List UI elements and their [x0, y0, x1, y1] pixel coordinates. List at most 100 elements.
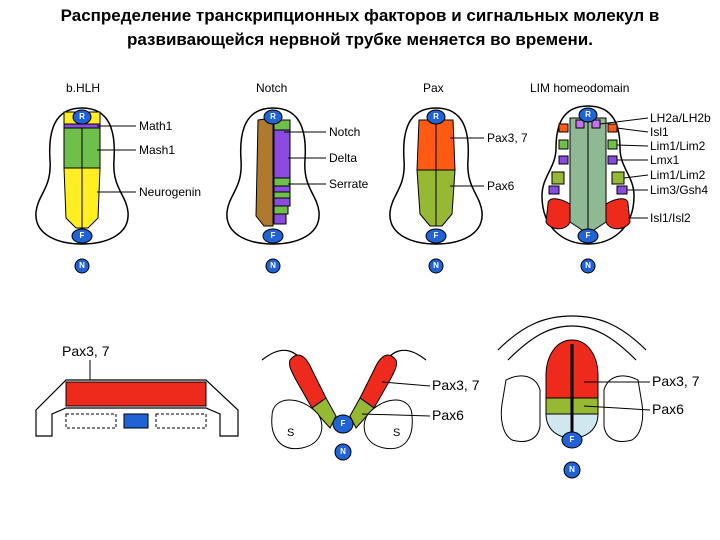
- somite-left: [271, 399, 323, 450]
- bottom-neural-tube: F N Pax3, 7 Pax6: [497, 315, 700, 479]
- panel-heading-bhlh: b.HLH: [66, 81, 100, 95]
- floor-plate-label: F: [570, 435, 575, 444]
- label-notch: Notch: [329, 125, 360, 139]
- notochord-marker: [580, 258, 596, 274]
- label-mash1: Mash1: [139, 143, 175, 157]
- label-serrate: Serrate: [329, 177, 369, 191]
- plate-left-segment: [65, 413, 117, 429]
- somite-right: [363, 399, 413, 450]
- isl12-left: [545, 198, 571, 230]
- floor-plate-marker: [425, 228, 447, 244]
- delta-stripe-2: [273, 197, 291, 207]
- isl1-right: [607, 123, 618, 133]
- somite-left: [500, 375, 541, 442]
- notochord-label: N: [585, 261, 591, 270]
- roof-plate-label: R: [79, 112, 85, 121]
- notochord-marker: [563, 461, 581, 479]
- floor-plate-marker: [71, 228, 93, 244]
- figure-title: Распределение транскрипционных факторов …: [0, 4, 720, 52]
- groove-right-pax6: [349, 397, 375, 429]
- label-lmx1: Lmx1: [650, 153, 680, 167]
- label-groove-pax6: Pax6: [432, 407, 464, 423]
- lim3-right: [616, 185, 628, 195]
- title-line-1: Распределение транскрипционных факторов …: [60, 6, 660, 25]
- serrate-stripe-1: [273, 177, 291, 187]
- label-neurogenin: Neurogenin: [139, 185, 201, 199]
- plate-right-segment: [155, 413, 207, 429]
- notochord-label: N: [79, 261, 85, 270]
- label-isl12: Isl1/Isl2: [650, 211, 691, 225]
- roof-plate-label: R: [270, 112, 276, 121]
- label-lim3: Lim3/Gsh4: [650, 183, 708, 197]
- label-lim12: Lim1/Lim2: [650, 139, 706, 153]
- lim12-right: [607, 139, 618, 150]
- lim12b-right: [611, 171, 625, 185]
- isl1-left: [558, 123, 569, 133]
- bottom-neural-plate: Pax3, 7: [35, 343, 239, 437]
- panel-notch: Notch R F N Notch Delta Serrate: [226, 81, 369, 274]
- label-pax37: Pax3, 7: [487, 131, 528, 145]
- lim3-left: [548, 185, 560, 195]
- panel-heading-lim: LIM homeodomain: [530, 81, 629, 95]
- label-lh2: LH2a/LH2b: [650, 111, 711, 125]
- label-groove-pax37: Pax3, 7: [432, 377, 480, 393]
- label-tube-pax6: Pax6: [652, 401, 684, 417]
- lh2-left-dot: [575, 119, 585, 129]
- roof-plate-label: R: [433, 112, 439, 121]
- leader-lim12: [616, 144, 649, 147]
- notochord-label: N: [569, 465, 575, 474]
- panel-bhlh: b.HLH R F N Math1 Mash1 Neurogenin: [35, 81, 201, 274]
- label-bottom-left-pax37: Pax3, 7: [62, 343, 110, 359]
- floor-plate-label: F: [271, 231, 276, 240]
- label-lim12b: Lim1/Lim2: [650, 168, 706, 182]
- floor-plate-marker: [561, 431, 583, 449]
- roof-plate-marker: [72, 109, 92, 125]
- delta-stripe-3: [273, 213, 287, 225]
- ectoderm-arc-outer: [497, 315, 647, 351]
- notochord-label: N: [270, 261, 276, 270]
- bottom-neural-groove: F N S S Pax3, 7 Pax6: [261, 349, 480, 461]
- lim12-left: [558, 139, 569, 150]
- panel-heading-notch: Notch: [256, 81, 287, 95]
- notochord-label: N: [433, 261, 439, 270]
- roof-plate-marker: [263, 109, 283, 125]
- isl12-right: [605, 198, 631, 230]
- ectoderm-arc-inner: [507, 325, 637, 361]
- leader-isl1: [616, 127, 649, 133]
- notochord-label: N: [340, 447, 346, 456]
- leader-groove-pax6: [361, 413, 431, 417]
- notochord-marker: [74, 258, 90, 274]
- roof-plate-label: R: [585, 110, 591, 119]
- groove-left-pax6: [311, 397, 337, 429]
- label-isl1: Isl1: [650, 125, 669, 139]
- floor-plate-label: F: [341, 419, 346, 428]
- roof-plate-marker: [578, 107, 598, 123]
- floor-plate-label: F: [586, 231, 591, 240]
- serrate-stripe-2: [273, 191, 291, 199]
- math1-stripe: [63, 123, 101, 129]
- label-tube-pax37: Pax3, 7: [652, 373, 700, 389]
- floor-plate-label: F: [434, 231, 439, 240]
- floor-plate-marker: [577, 228, 599, 244]
- leader-lh2: [599, 117, 649, 125]
- delta-stripe-1: [273, 185, 291, 193]
- serrate-stripe-3: [273, 205, 289, 215]
- roof-plate-marker: [426, 109, 446, 125]
- lim12b-left: [551, 171, 565, 185]
- lmx1-left: [558, 155, 569, 165]
- title-line-2: развивающейся нервной трубке меняется во…: [127, 30, 593, 49]
- floor-plate-marker: [332, 414, 354, 434]
- panel-pax: Pax R F N Pax3, 7 Pax6: [389, 81, 528, 274]
- notch-domain: [255, 117, 274, 227]
- somite-right-label: S: [393, 427, 400, 439]
- delta-domain: [273, 129, 291, 179]
- label-delta: Delta: [329, 151, 357, 165]
- notochord-marker: [428, 258, 444, 274]
- panel-lim: LIM homeodomain R F N LH2a/LH2b Isl1 Lim…: [530, 81, 711, 274]
- floor-plate-label: F: [80, 231, 85, 240]
- label-math1: Math1: [139, 119, 173, 133]
- floor-plate-marker: [262, 228, 284, 244]
- notochord-marker: [265, 258, 281, 274]
- leader-lim12b: [623, 174, 649, 179]
